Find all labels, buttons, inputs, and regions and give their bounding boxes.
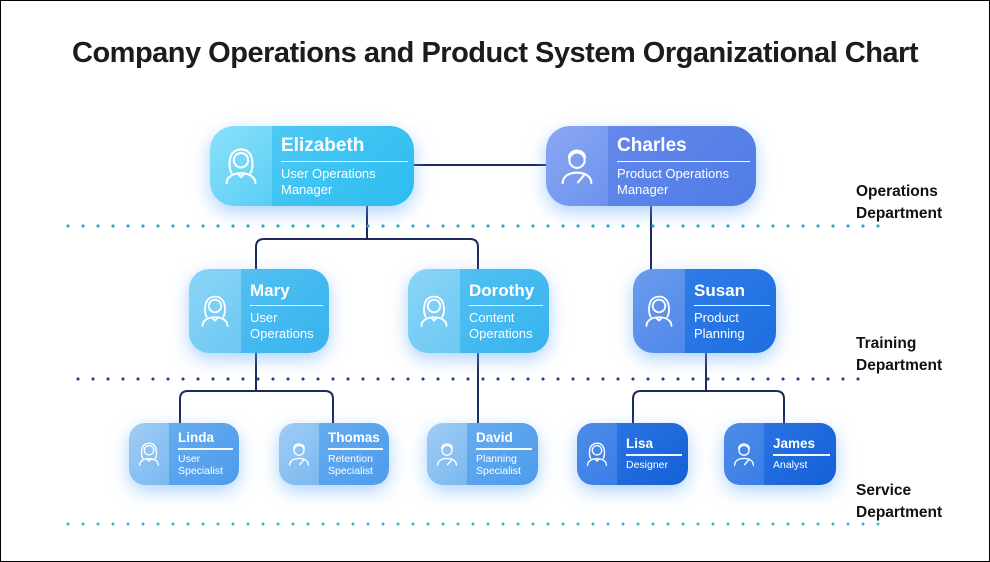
name-separator: [617, 160, 750, 163]
female-icon: [577, 423, 617, 485]
name-separator: [476, 448, 532, 450]
dotted-line-operations: [66, 224, 886, 228]
person-role: Planning Specialist: [476, 452, 521, 478]
org-card-david: David Planning Specialist: [427, 423, 538, 485]
page-title: Company Operations and Product System Or…: [72, 37, 918, 69]
female-icon: [408, 269, 460, 353]
person-role: Analyst: [773, 458, 808, 471]
name-separator: [281, 160, 408, 163]
name-separator: [773, 454, 830, 456]
male-icon: [724, 423, 764, 485]
name-separator: [626, 454, 682, 456]
person-name: Linda: [178, 430, 214, 446]
name-separator: [178, 448, 233, 450]
department-label-training: Training Department: [856, 335, 943, 374]
person-role: Product Planning: [694, 310, 745, 341]
male-icon: [427, 423, 467, 485]
dotted-line-training: [76, 377, 868, 381]
person-name: Thomas: [328, 430, 380, 446]
person-role: Designer: [626, 458, 669, 471]
org-card-elizabeth: Elizabeth User Operations Manager: [210, 126, 414, 206]
org-card-susan: Susan Product Planning: [633, 269, 776, 353]
person-name: James: [773, 436, 816, 452]
org-card-charles: Charles Product Operations Manager: [546, 126, 756, 206]
person-name: Lisa: [626, 436, 654, 452]
male-icon: [279, 423, 319, 485]
org-card-linda: Linda User Specialist: [129, 423, 239, 485]
person-role: Content Operations: [469, 310, 533, 341]
org-card-dorothy: Dorothy Content Operations: [408, 269, 549, 353]
person-role: Retention Specialist: [328, 452, 373, 478]
person-name: Mary: [250, 280, 290, 300]
female-icon: [210, 126, 272, 206]
department-label-operations: Operations Department: [856, 183, 943, 222]
person-name: David: [476, 430, 513, 446]
person-name: Dorothy: [469, 280, 535, 300]
org-card-thomas: Thomas Retention Specialist: [279, 423, 389, 485]
department-label-service: Service Department: [856, 482, 943, 521]
dotted-line-service: [66, 522, 891, 526]
name-separator: [328, 448, 383, 450]
male-icon: [546, 126, 608, 206]
org-card-mary: Mary User Operations: [189, 269, 329, 353]
female-icon: [189, 269, 241, 353]
female-icon: [633, 269, 685, 353]
person-name: Charles: [617, 134, 687, 156]
person-role: User Operations: [250, 310, 314, 341]
org-card-james: James Analyst: [724, 423, 836, 485]
person-role: User Operations Manager: [281, 166, 376, 197]
name-separator: [694, 304, 770, 307]
person-name: Susan: [694, 280, 746, 300]
female-icon: [129, 423, 169, 485]
org-card-lisa: Lisa Designer: [577, 423, 688, 485]
person-role: Product Operations Manager: [617, 166, 730, 197]
person-role: User Specialist: [178, 452, 223, 478]
person-name: Elizabeth: [281, 134, 365, 156]
name-separator: [250, 304, 323, 307]
name-separator: [469, 304, 543, 307]
